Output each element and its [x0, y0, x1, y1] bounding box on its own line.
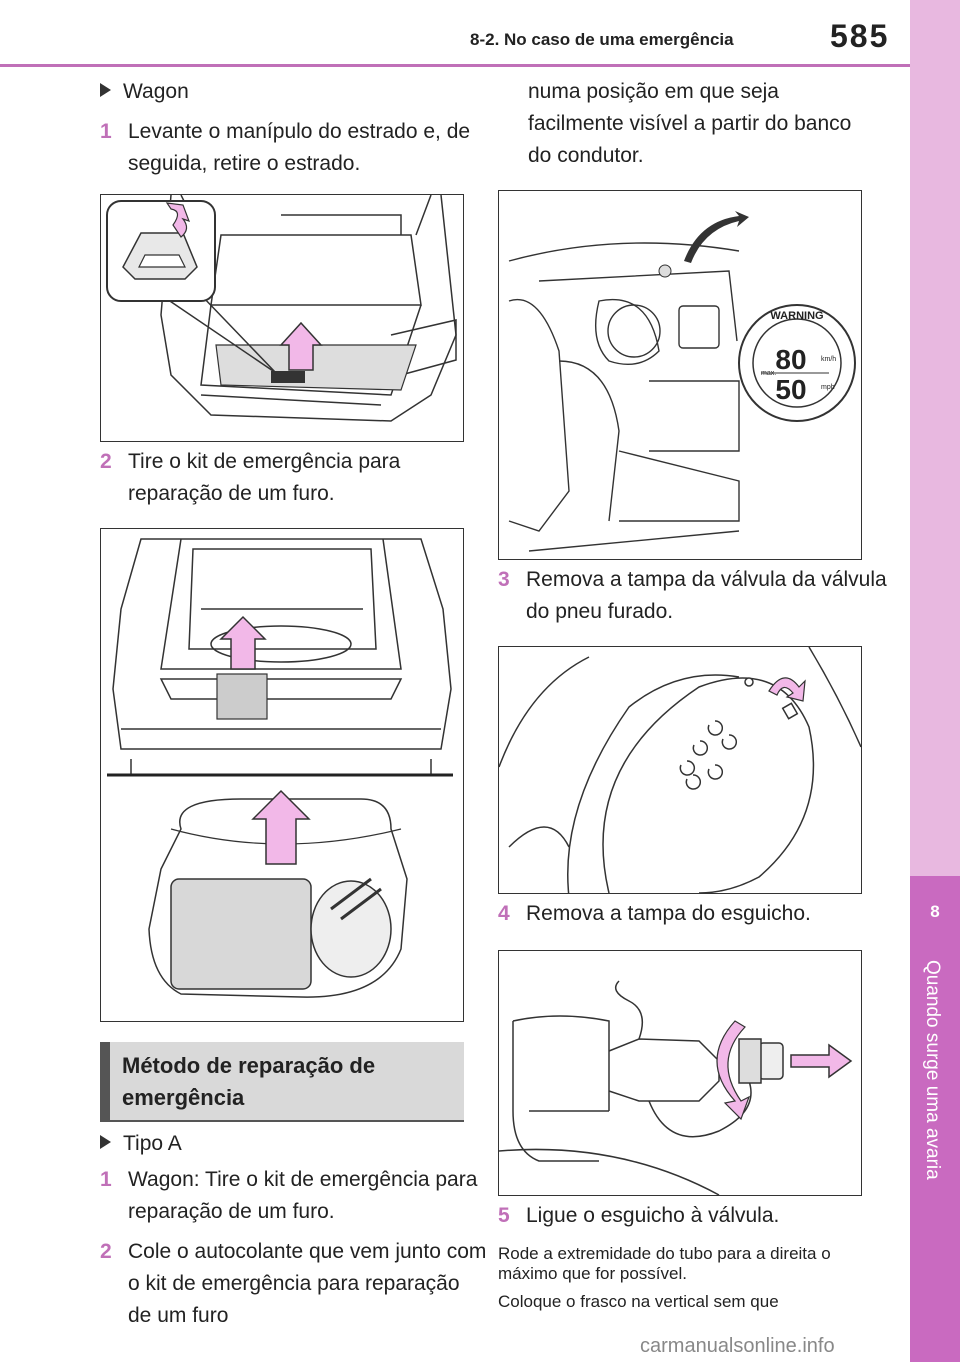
nozzle-illustration	[499, 980, 853, 1195]
trunk-floor-illustration	[106, 195, 457, 422]
figure-dashboard-sticker: WARNING 80 50 km/h mph max.	[498, 190, 862, 560]
chapter-tab[interactable]	[910, 876, 960, 1362]
chapter-number: 8	[930, 902, 940, 921]
figure-trunk-floor	[100, 194, 464, 442]
figure-valve-cap	[498, 646, 862, 894]
figure-nozzle-cap	[498, 950, 862, 1196]
bullet-triangle-icon	[100, 1135, 111, 1150]
watermark: carmanualsonline.info	[640, 1335, 835, 1357]
continuation-text: numa posição em que seja facilmente visí…	[528, 80, 852, 167]
tire-valve-illustration	[499, 647, 861, 893]
figure-emergency-kit	[100, 528, 464, 1022]
note-1: Rode a extremidade do tubo para a direit…	[498, 1244, 831, 1283]
chapter-title: Quando surge uma avaria	[910, 960, 960, 1250]
header-divider	[0, 64, 910, 67]
sticker-speed-mph: 50	[775, 374, 806, 405]
page-number: 585	[830, 18, 890, 54]
emergency-kit-illustration	[107, 538, 453, 998]
section-heading: Método de reparação de emergência	[100, 1042, 464, 1122]
note-2: Coloque o frasco na vertical sem que	[498, 1292, 779, 1311]
sticker-unit-kmh: km/h	[821, 356, 836, 363]
sticker-warning-text: WARNING	[770, 310, 823, 322]
wagon-label: Wagon	[100, 76, 470, 108]
sticker-unit-mph: mph	[821, 384, 835, 391]
chapter-title-text: Quando surge uma avaria	[922, 960, 943, 1180]
section-title: 8-2. No caso de uma emergência	[470, 30, 734, 49]
tipo-label: Tipo A	[100, 1128, 470, 1160]
sticker-speed-kmh: 80	[775, 344, 806, 375]
dashboard-illustration: WARNING 80 50 km/h mph max.	[508, 211, 856, 552]
bullet-triangle-icon	[100, 83, 111, 98]
